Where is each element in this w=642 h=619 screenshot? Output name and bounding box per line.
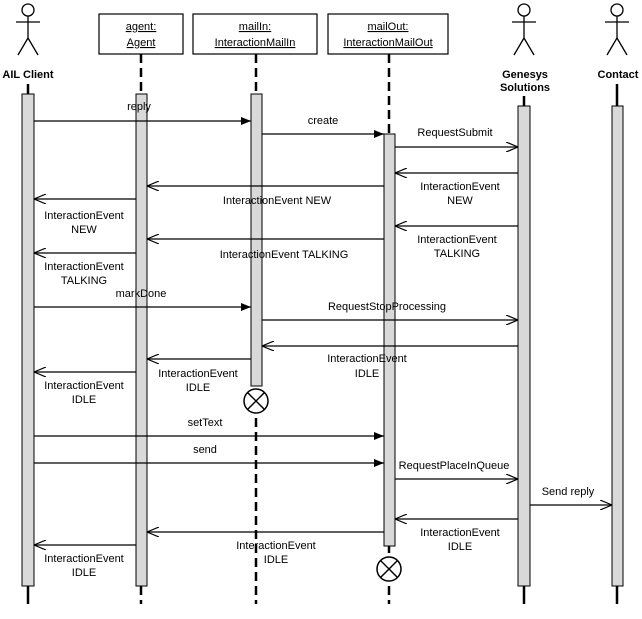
message-label: IDLE: [264, 554, 288, 566]
object-box: [192, 13, 318, 55]
actor-icon: [512, 3, 536, 56]
object-name: mailIn:: [239, 21, 271, 33]
actor-name: Contact: [598, 69, 639, 81]
message-label: InteractionEvent: [327, 353, 407, 365]
actor-icon: [16, 3, 40, 56]
actor-icon: [605, 3, 629, 56]
participant-agent: agent: Agent: [98, 13, 184, 55]
object-name: agent:: [126, 21, 157, 33]
message-label: IDLE: [448, 541, 472, 553]
message-label: InteractionEvent: [44, 210, 124, 222]
message-label: NEW: [447, 195, 473, 207]
message-label: IDLE: [186, 382, 210, 394]
message-label: IDLE: [355, 368, 379, 380]
object-name: mailOut:: [368, 21, 409, 33]
message-label: RequestPlaceInQueue: [399, 460, 510, 472]
participant-contact: Contact: [598, 3, 639, 81]
message-label: InteractionEvent: [420, 181, 500, 193]
message-label: send: [193, 444, 217, 456]
message-label: InteractionEvent NEW: [223, 195, 332, 207]
activation-mailout: [383, 133, 396, 547]
message-label: InteractionEvent: [158, 368, 238, 380]
message-label: IDLE: [72, 394, 96, 406]
message-label: InteractionEvent: [417, 234, 497, 246]
message-label: InteractionEvent: [236, 540, 316, 552]
message-label: InteractionEvent: [44, 380, 124, 392]
message-label: setText: [188, 417, 223, 429]
actor-name: AIL Client: [2, 69, 53, 81]
participant-genesys: Genesys Solutions: [500, 3, 550, 94]
object-class: Agent: [127, 37, 156, 49]
object-class: InteractionMailOut: [343, 37, 432, 49]
message-label: NEW: [71, 224, 97, 236]
message-label: RequestSubmit: [417, 127, 492, 139]
message-label: IDLE: [72, 567, 96, 579]
message-label: TALKING: [434, 248, 480, 260]
participant-ail-client: AIL Client: [2, 3, 54, 81]
activation-agent: [135, 93, 148, 587]
message-label: reply: [127, 101, 151, 113]
message-label: InteractionEvent: [44, 261, 124, 273]
message-labels: reply create RequestSubmit InteractionEv…: [44, 101, 595, 579]
message-label: InteractionEvent TALKING: [220, 249, 349, 261]
activation-contact: [611, 105, 624, 587]
participant-mailin: mailIn: InteractionMailIn: [192, 13, 318, 55]
message-label: InteractionEvent: [420, 527, 500, 539]
actor-name-line2: Solutions: [500, 82, 550, 94]
message-label: RequestStopProcessing: [328, 301, 446, 313]
destroy-mailin-icon: [243, 388, 269, 414]
activation-ail-client: [21, 93, 35, 587]
message-label: markDone: [116, 288, 167, 300]
message-label: Send reply: [542, 486, 595, 498]
activation-genesys: [517, 105, 531, 587]
message-label: TALKING: [61, 275, 107, 287]
activation-mailin: [250, 93, 263, 387]
activation-bars: [21, 93, 624, 587]
destroy-mailout-icon: [376, 556, 402, 582]
object-box: [98, 13, 184, 55]
actor-name-line1: Genesys: [502, 69, 548, 81]
participant-mailout: mailOut: InteractionMailOut: [327, 13, 449, 55]
message-label: InteractionEvent: [44, 553, 124, 565]
object-class: InteractionMailIn: [215, 37, 296, 49]
object-box: [327, 13, 449, 55]
messages: [34, 117, 612, 545]
message-label: create: [308, 115, 339, 127]
